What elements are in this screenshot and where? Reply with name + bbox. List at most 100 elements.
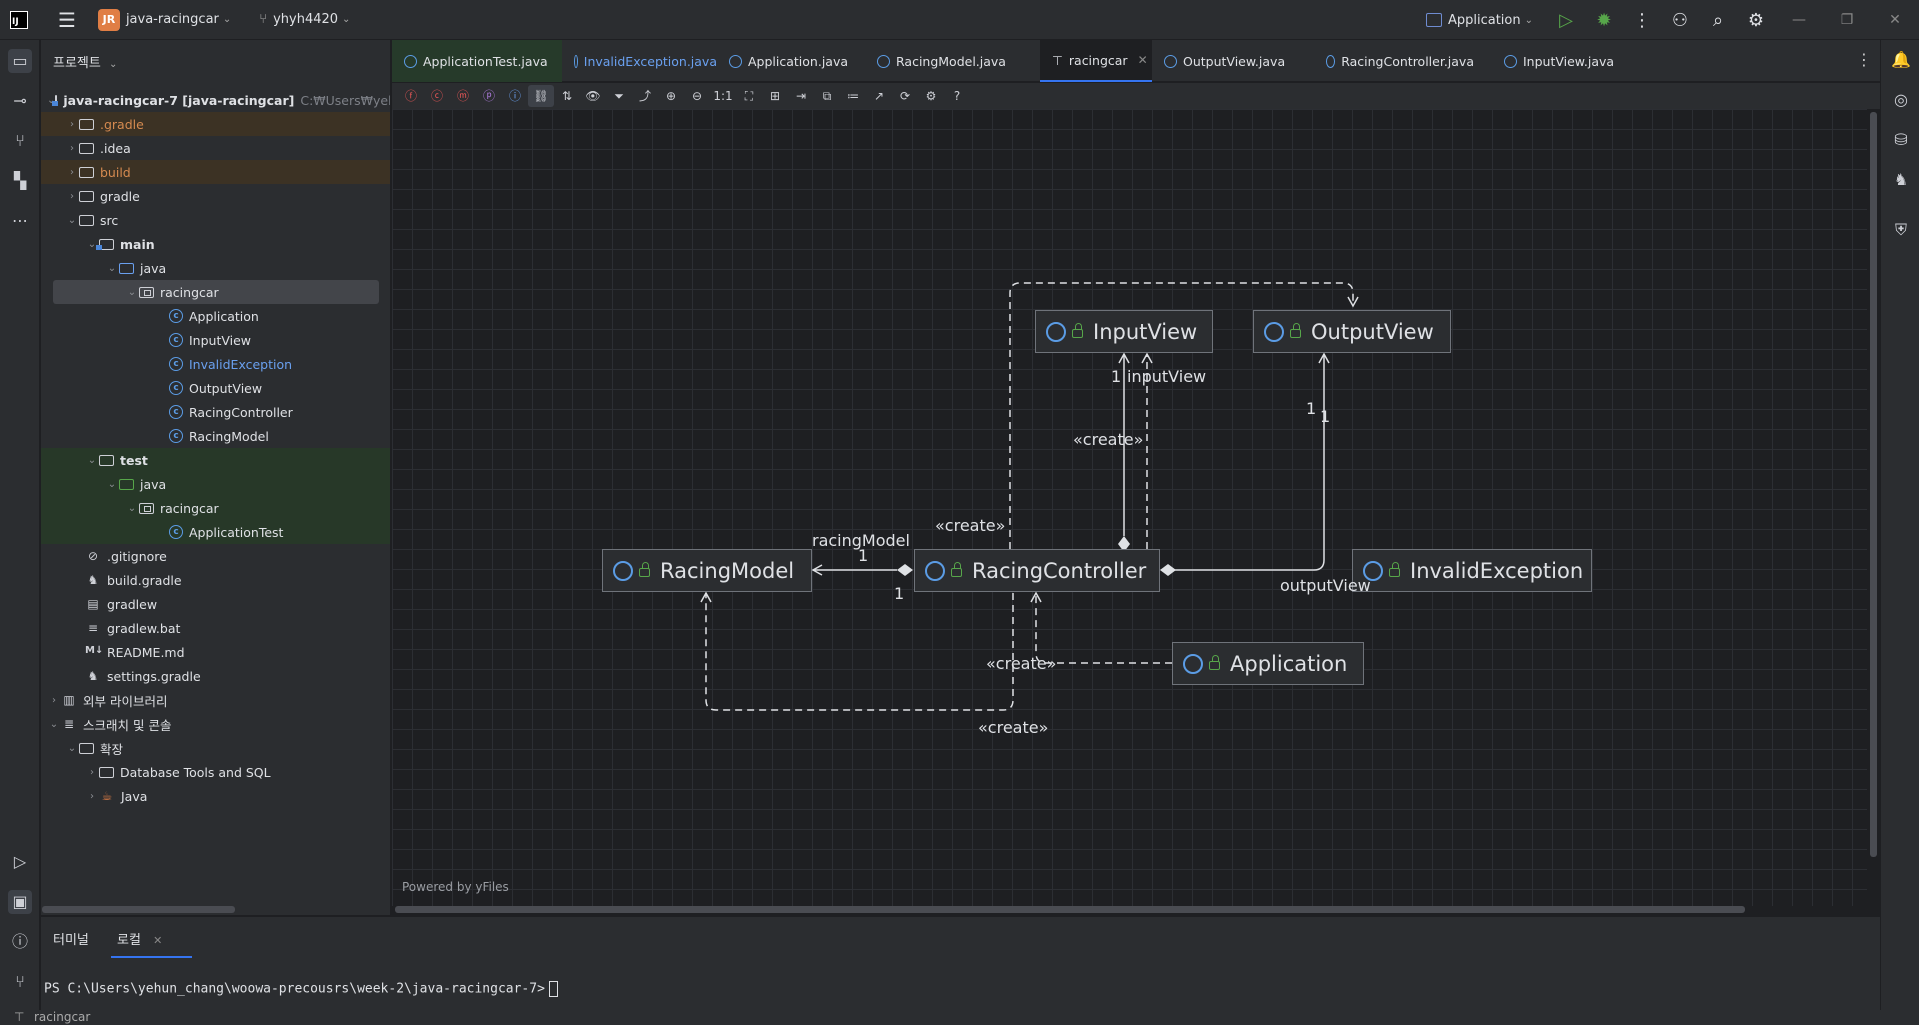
edge-routing-icon[interactable]: ⤴ bbox=[638, 89, 651, 103]
project-folder-icon[interactable]: ▭ bbox=[8, 49, 32, 73]
terminal-icon[interactable]: ▣ bbox=[8, 890, 32, 914]
zoom-out-icon[interactable]: ⊖ bbox=[691, 89, 703, 103]
filter-icon[interactable]: ⏷ bbox=[614, 89, 624, 103]
class-node-outputview[interactable]: OutputView bbox=[1253, 310, 1451, 353]
chevron-down-icon[interactable]: ⌄ bbox=[107, 262, 117, 274]
inner-classes-toggle-icon[interactable]: ⓘ bbox=[508, 89, 521, 103]
chevron-down-icon[interactable]: ⌄ bbox=[47, 94, 56, 106]
tree-item-racingcontroller[interactable]: c RacingController bbox=[41, 400, 390, 424]
sort-icon[interactable]: ⇅ bbox=[561, 89, 573, 103]
notifications-bell-icon[interactable]: 🔔 bbox=[1891, 50, 1911, 69]
tree-item-gitignore[interactable]: ⊘ .gitignore bbox=[41, 544, 390, 568]
tree-item-java-ext[interactable]: › ☕ Java bbox=[41, 784, 390, 808]
services-run-icon[interactable]: ▷ bbox=[13, 852, 27, 871]
tree-item-applicationtest[interactable]: c ApplicationTest bbox=[41, 520, 390, 544]
diagram-settings-icon[interactable]: ⚙ bbox=[925, 89, 937, 103]
tree-item-outputview[interactable]: c OutputView bbox=[41, 376, 390, 400]
tree-item-inputview[interactable]: c InputView bbox=[41, 328, 390, 352]
run-icon[interactable]: ▷ bbox=[1559, 9, 1573, 31]
open-external-icon[interactable]: ↗ bbox=[873, 89, 885, 103]
tree-item-idea[interactable]: › .idea bbox=[41, 136, 390, 160]
tab-invalidexception[interactable]: InvalidException.java bbox=[562, 40, 717, 82]
tab-racingcontroller[interactable]: RacingController.java bbox=[1314, 40, 1474, 82]
tree-item-gradle-hidden[interactable]: › .gradle bbox=[41, 112, 390, 136]
class-node-racingcontroller[interactable]: RacingController bbox=[914, 549, 1160, 592]
database-icon[interactable]: ⛁ bbox=[1894, 130, 1908, 149]
more-horizontal-icon[interactable]: ⋯ bbox=[12, 211, 28, 230]
maximize-button[interactable]: ❐ bbox=[1840, 12, 1854, 28]
tree-item-readme[interactable]: M↓ README.md bbox=[41, 640, 390, 664]
tree-root[interactable]: ⌄ java-racingcar-7 [java-racingcar] C:₩U… bbox=[41, 88, 390, 112]
class-node-inputview[interactable]: InputView bbox=[1035, 310, 1213, 353]
fit-content-icon[interactable]: ⛶ bbox=[744, 89, 754, 103]
canvas-horizontal-scrollbar[interactable] bbox=[395, 906, 1745, 913]
chevron-down-icon[interactable]: ⌄ bbox=[67, 214, 77, 226]
tree-item-extensions[interactable]: ⌄ 확장 bbox=[41, 736, 390, 760]
apply-layout-icon[interactable]: ⇥ bbox=[795, 89, 807, 103]
chevron-down-icon[interactable]: ⌄ bbox=[67, 742, 77, 754]
tabs-more-icon[interactable]: ⋮ bbox=[1856, 50, 1872, 69]
refresh-icon[interactable]: ⟳ bbox=[899, 89, 911, 103]
settings-gear-icon[interactable]: ⚙ bbox=[1747, 9, 1765, 31]
tree-item-racingcar[interactable]: ⌄ racingcar bbox=[53, 280, 379, 304]
git-branch-icon[interactable]: ⑂ bbox=[15, 131, 25, 150]
tree-item-racingmodel[interactable]: c RacingModel bbox=[41, 424, 390, 448]
project-badge[interactable]: JR bbox=[97, 8, 120, 31]
tab-racingmodel[interactable]: RacingModel.java bbox=[865, 40, 1013, 82]
tab-applicationtest[interactable]: ApplicationTest.java bbox=[392, 40, 562, 82]
tab-outputview[interactable]: OutputView.java bbox=[1152, 40, 1302, 82]
more-vertical-icon[interactable]: ⋮ bbox=[1633, 9, 1651, 31]
tab-inputview[interactable]: InputView.java bbox=[1492, 40, 1622, 82]
canvas-vertical-scrollbar[interactable] bbox=[1870, 112, 1877, 857]
tree-item-database-tools[interactable]: › Database Tools and SQL bbox=[41, 760, 390, 784]
tree-item-java[interactable]: ⌄ java bbox=[41, 256, 390, 280]
actual-size-button[interactable]: 1:1 bbox=[713, 89, 733, 103]
visibility-eye-icon[interactable]: 👁 bbox=[585, 89, 601, 103]
chevron-right-icon[interactable]: › bbox=[70, 118, 74, 130]
hamburger-menu-icon[interactable]: ☰ bbox=[58, 7, 76, 32]
constructors-toggle-icon[interactable]: ⓒ bbox=[430, 89, 443, 103]
tab-local[interactable]: 로컬 ✕ bbox=[110, 929, 193, 958]
commit-icon[interactable]: ⊸ bbox=[13, 91, 27, 110]
close-tab-icon[interactable]: ✕ bbox=[1137, 53, 1148, 67]
copy-diagram-icon[interactable]: ⧉ bbox=[822, 89, 832, 103]
chevron-down-icon[interactable]: ⌄ bbox=[127, 286, 137, 298]
minimize-button[interactable]: — bbox=[1792, 12, 1806, 28]
tree-item-build[interactable]: › build bbox=[41, 160, 390, 184]
fields-toggle-icon[interactable]: ⓕ bbox=[404, 89, 417, 103]
properties-toggle-icon[interactable]: ⓟ bbox=[482, 89, 495, 103]
chevron-down-icon[interactable]: ⌄ bbox=[222, 14, 232, 25]
tree-item-test[interactable]: ⌄ test bbox=[41, 448, 390, 472]
status-breadcrumb[interactable]: racingcar bbox=[34, 1010, 91, 1024]
tree-item-external-libraries[interactable]: › ▥ 외부 라이브러리 bbox=[41, 688, 390, 712]
search-icon[interactable]: ⌕ bbox=[1712, 9, 1724, 31]
ai-assistant-icon[interactable]: ◎ bbox=[1894, 90, 1908, 109]
chevron-right-icon[interactable]: › bbox=[90, 766, 94, 778]
shield-check-icon[interactable]: ⛨ bbox=[1894, 220, 1907, 239]
zoom-in-icon[interactable]: ⊕ bbox=[665, 89, 677, 103]
tree-item-test-java[interactable]: ⌄ java bbox=[41, 472, 390, 496]
tree-item-test-racingcar[interactable]: ⌄ racingcar bbox=[41, 496, 390, 520]
dependencies-link-icon[interactable]: ⛓ bbox=[528, 85, 554, 107]
tree-item-gradle[interactable]: › gradle bbox=[41, 184, 390, 208]
close-tab-icon[interactable]: ✕ bbox=[153, 934, 163, 947]
project-panel-header[interactable]: 프로젝트 ⌄ bbox=[53, 52, 117, 71]
tab-application[interactable]: Application.java bbox=[717, 40, 865, 82]
help-icon[interactable]: ? bbox=[953, 89, 961, 103]
tree-item-src[interactable]: ⌄ src bbox=[41, 208, 390, 232]
add-user-icon[interactable]: ⚇ bbox=[1671, 9, 1689, 31]
chevron-down-icon[interactable]: ⌄ bbox=[342, 14, 351, 25]
chevron-down-icon[interactable]: ⌄ bbox=[49, 718, 59, 730]
class-node-invalidexception[interactable]: InvalidException bbox=[1352, 549, 1592, 592]
chevron-down-icon[interactable]: ⌄ bbox=[87, 454, 97, 466]
chevron-down-icon[interactable]: ⌄ bbox=[127, 502, 137, 514]
class-node-application[interactable]: Application bbox=[1172, 642, 1364, 685]
project-horizontal-scrollbar[interactable] bbox=[42, 906, 235, 913]
tab-terminal[interactable]: 터미널 bbox=[53, 933, 89, 948]
export-icon[interactable]: ≔ bbox=[847, 89, 859, 103]
tree-item-settings-gradle[interactable]: ♞ settings.gradle bbox=[41, 664, 390, 688]
diagram-canvas[interactable] bbox=[392, 109, 1867, 906]
gradle-elephant-icon[interactable]: ♞ bbox=[1893, 170, 1909, 189]
terminal-prompt[interactable]: PS C:\Users\yehun_chang\woowa-precousrs\… bbox=[44, 981, 558, 997]
tab-racingcar-diagram[interactable]: ⊤ racingcar ✕ bbox=[1040, 40, 1152, 82]
